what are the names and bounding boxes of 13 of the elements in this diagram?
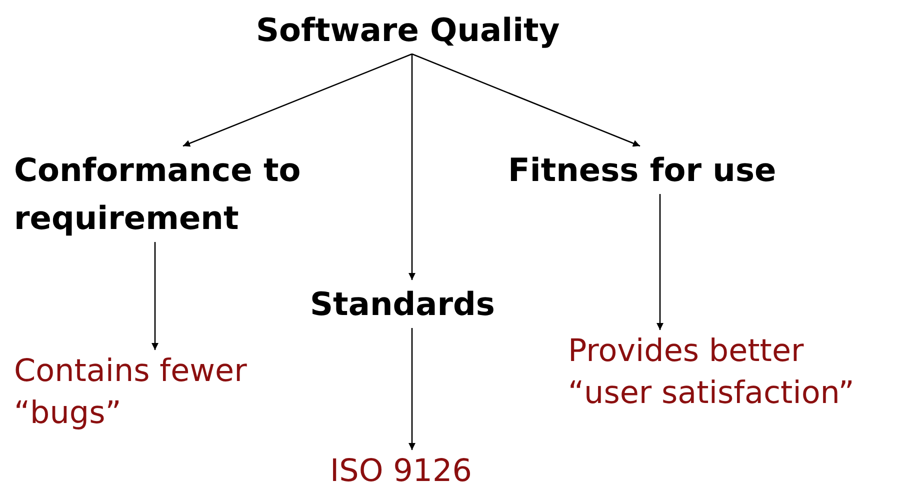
arrow bbox=[152, 242, 158, 350]
concept-label: Conformance to requirement bbox=[14, 146, 354, 242]
arrow bbox=[182, 53, 412, 147]
arrow bbox=[408, 54, 416, 280]
arrow bbox=[408, 328, 416, 450]
result-text: ISO 9126 bbox=[330, 450, 472, 492]
concept-label: Software Quality bbox=[256, 6, 560, 54]
arrow bbox=[412, 53, 640, 147]
result-text: Contains fewer “bugs” bbox=[14, 350, 254, 434]
concept-label: Standards bbox=[310, 280, 495, 328]
concept-label: Fitness for use bbox=[508, 146, 776, 194]
arrow bbox=[656, 194, 664, 330]
result-text: Provides better “user satisfaction” bbox=[568, 330, 858, 414]
